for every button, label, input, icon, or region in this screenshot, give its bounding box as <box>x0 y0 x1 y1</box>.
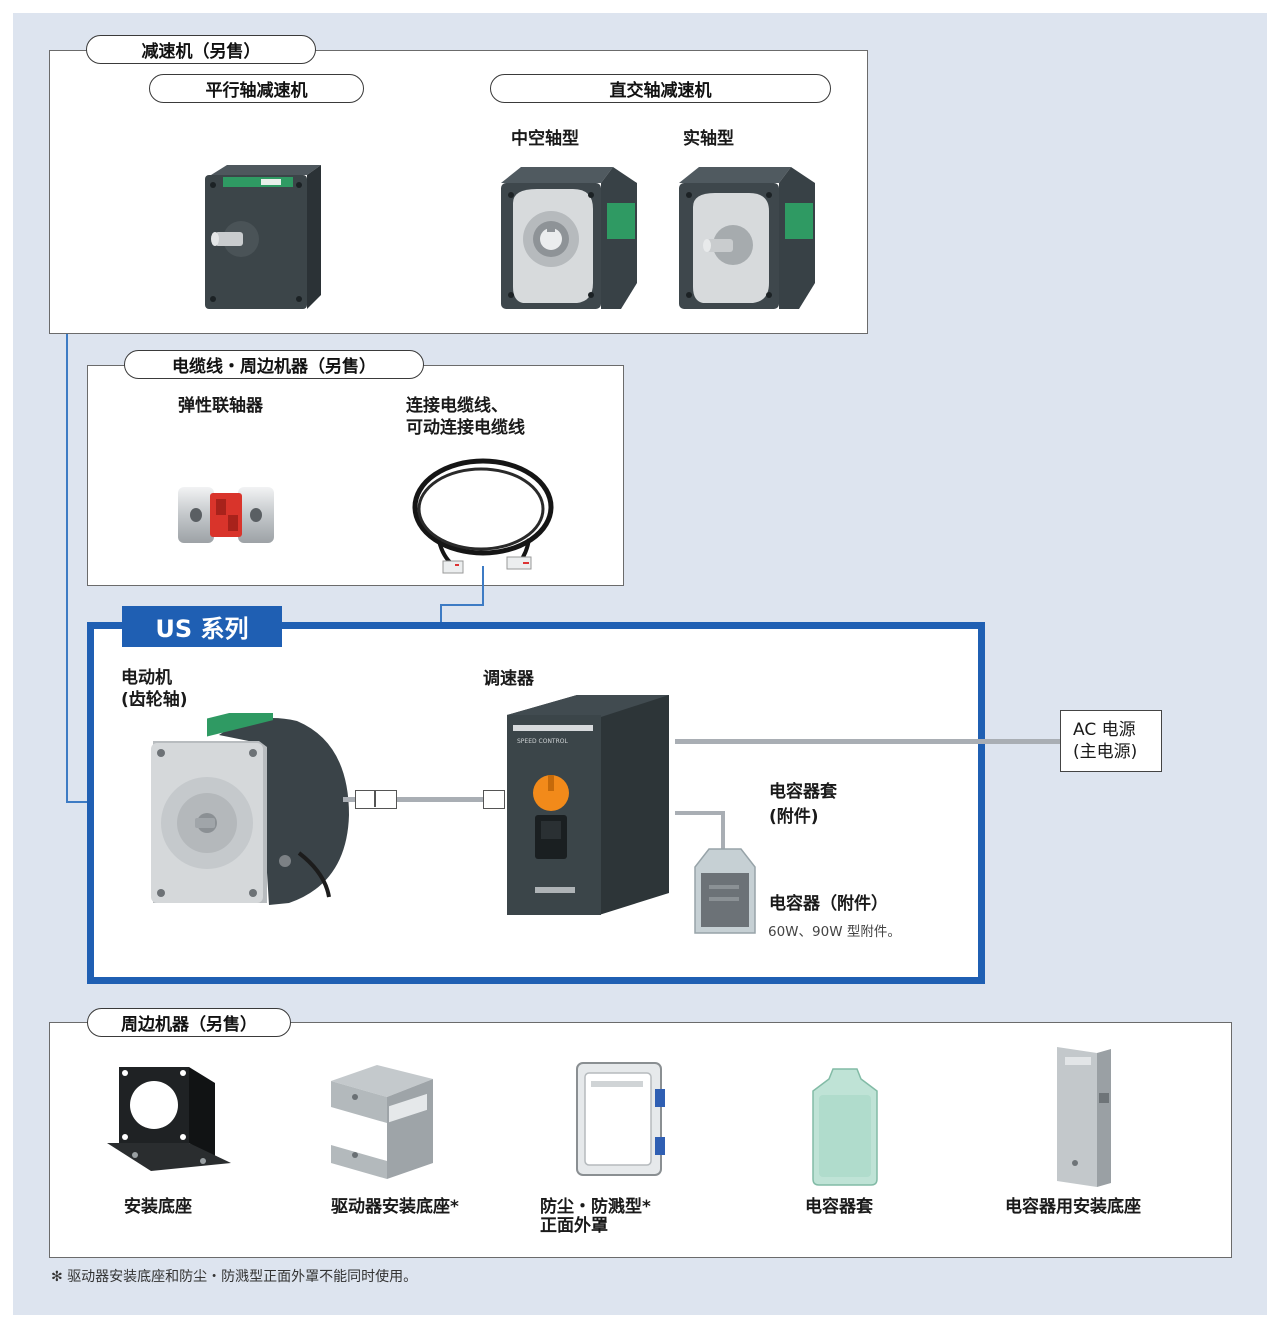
front-cover-image <box>576 1062 665 1176</box>
reducers-title: 减速机（另售） <box>86 35 316 64</box>
motor-label-line2: (齿轮轴) <box>121 690 188 710</box>
motor-controller-wire <box>343 797 493 802</box>
peripheral-label-driver-mounting-plate: 驱动器安装底座* <box>331 1197 459 1217</box>
peripheral-label-mounting-bracket: 安装底座 <box>124 1197 192 1217</box>
motor-image <box>151 713 349 905</box>
capacitor-mounting-plate-image <box>1057 1047 1111 1187</box>
ac-power-label-line2: (主电源) <box>1073 742 1138 762</box>
svg-text:SPEED CONTROL: SPEED CONTROL <box>517 738 568 745</box>
motor-plug-connector <box>355 790 397 809</box>
cable-connector-vertical-1 <box>482 566 484 606</box>
capacitor-cover-label-line1: 电容器套 <box>769 782 837 802</box>
capacitor-wire-horizontal <box>675 811 725 815</box>
motor-label-line1: 电动机 <box>121 668 172 688</box>
peripheral-label-front-cover-line2: 正面外罩 <box>540 1216 608 1236</box>
capacitor-wire-vertical <box>721 811 725 851</box>
us-series-tab: US 系列 <box>122 606 282 647</box>
parallel-reducer-heading: 平行轴减速机 <box>149 74 364 103</box>
capacitor-image <box>694 848 756 934</box>
capacitor-cover-label-line2: (附件) <box>769 807 819 827</box>
controller-label: 调速器 <box>483 669 534 689</box>
ac-power-label-line1: AC 电源 <box>1073 720 1136 740</box>
right-angle-reducer-heading: 直交轴减速机 <box>490 74 831 103</box>
ac-power-box <box>1060 710 1162 772</box>
solid-shaft-gearhead-image <box>679 167 815 309</box>
diagram-canvas: 减速机（另售） 平行轴减速机 直交轴减速机 中空轴型 实轴型 <box>13 13 1267 1315</box>
mounting-bracket-image <box>107 1067 231 1171</box>
coupling-image <box>178 487 274 543</box>
peripheral-label-front-cover-line1: 防尘・防溅型* <box>540 1197 651 1217</box>
peripheral-label-capacitor-mounting-plate: 电容器用安装底座 <box>1005 1197 1141 1217</box>
solid-shaft-label: 实轴型 <box>683 129 734 149</box>
cable-label-line2: 可动连接电缆线 <box>406 418 525 438</box>
footnote: ✻ 驱动器安装底座和防尘・防溅型正面外罩不能同时使用。 <box>51 1266 417 1286</box>
parallel-gearhead-image <box>205 165 321 309</box>
peripherals-title: 周边机器（另售） <box>87 1008 291 1037</box>
controller-plug-connector <box>483 790 505 809</box>
footnote-mark: ✻ <box>51 1269 63 1285</box>
footnote-text: 驱动器安装底座和防尘・防溅型正面外罩不能同时使用。 <box>67 1269 418 1285</box>
peripheral-label-capacitor-cover: 电容器套 <box>805 1197 873 1217</box>
hollow-shaft-label: 中空轴型 <box>511 129 579 149</box>
cables-title: 电缆线・周边机器（另售） <box>124 350 424 379</box>
capacitor-label: 电容器（附件） <box>769 894 888 914</box>
driver-mounting-plate-image <box>331 1065 433 1179</box>
capacitor-cover-image <box>812 1068 878 1186</box>
us-series-title: US 系列 <box>155 615 249 643</box>
coupling-label: 弹性联轴器 <box>178 396 263 416</box>
capacitor-note: 60W、90W 型附件。 <box>768 924 901 940</box>
hollow-shaft-gearhead-image <box>501 167 637 309</box>
cable-label-line1: 连接电缆线、 <box>406 396 508 416</box>
cable-image <box>412 458 554 574</box>
speed-controller-image: SPEED CONTROL <box>507 695 669 915</box>
cable-connector-horizontal <box>440 604 484 606</box>
ac-power-wire <box>675 739 1061 744</box>
reducer-connector-line-vertical <box>66 334 68 803</box>
